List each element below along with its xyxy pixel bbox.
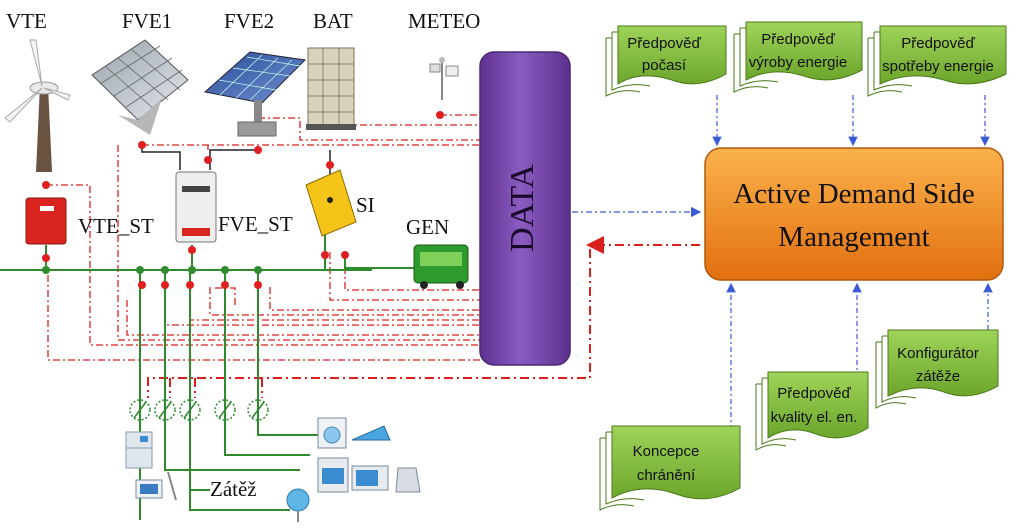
meteo-label: METEO [408, 9, 480, 33]
quality-line2: kvality el. en. [771, 409, 858, 426]
iron-icon [351, 425, 391, 441]
fve-inverter-icon [175, 171, 217, 243]
fve-st-label: FVE_ST [218, 212, 293, 236]
adsm-title-line2: Management [778, 221, 929, 253]
measurement-nodes [42, 111, 444, 289]
input-arrows [712, 95, 993, 430]
computer-icon [135, 471, 177, 501]
wind-turbine-icon [4, 39, 71, 172]
vte-inverter-icon [25, 197, 67, 245]
consumption-forecast-line2: spotřeby energie [882, 58, 994, 75]
adsm-block [704, 147, 1004, 281]
weather-station-icon [429, 57, 459, 100]
data-block [479, 51, 571, 366]
vte-st-label: VTE_ST [78, 214, 154, 238]
doc-box-protection [599, 425, 741, 511]
bat-label: BAT [313, 9, 353, 33]
oven-icon [317, 457, 349, 493]
doc-box-production-forecast [733, 21, 863, 93]
fve2-label: FVE2 [224, 9, 274, 33]
bus-nodes [42, 266, 262, 274]
production-forecast-line1: Předpověď [761, 31, 835, 48]
consumption-forecast-line1: Předpověď [901, 35, 975, 52]
fan-icon [286, 488, 310, 522]
doc-box-quality [755, 371, 869, 451]
production-forecast-line2: výroby energie [749, 54, 847, 71]
load-switches [129, 399, 269, 421]
gen-label: GEN [406, 215, 449, 239]
si-label: SI [356, 193, 375, 217]
vte-label: VTE [6, 9, 47, 33]
data-block-label: DATA [504, 164, 541, 252]
doc-box-load-config [875, 329, 999, 409]
quality-line1: Předpověď [777, 385, 851, 402]
generator-icon [413, 244, 469, 289]
doc-box-consumption-forecast [867, 25, 1007, 97]
si-inverter-icon [305, 169, 357, 237]
doc-box-weather-forecast [605, 25, 727, 97]
dc-links [141, 145, 331, 175]
load-config-line1: Konfigurátor [897, 345, 979, 362]
weather-forecast-line2: počasí [642, 57, 687, 74]
adsm-title-line1: Active Demand Side [733, 178, 975, 210]
fve2-panel-icon [203, 51, 307, 137]
fridge-icon [125, 431, 153, 469]
protection-line1: Koncepce [633, 443, 700, 460]
load-label: Zátěž [210, 477, 257, 501]
protection-line2: chránění [637, 467, 696, 484]
kettle-icon [395, 467, 421, 493]
fve1-label: FVE1 [122, 9, 172, 33]
battery-icon [306, 47, 356, 130]
washing-machine-icon [317, 417, 347, 449]
weather-forecast-line1: Předpověď [627, 35, 701, 52]
load-config-line2: zátěže [916, 368, 960, 385]
fve1-panel-icon [91, 39, 189, 135]
switch-blades [133, 401, 265, 419]
microwave-icon [351, 465, 389, 491]
